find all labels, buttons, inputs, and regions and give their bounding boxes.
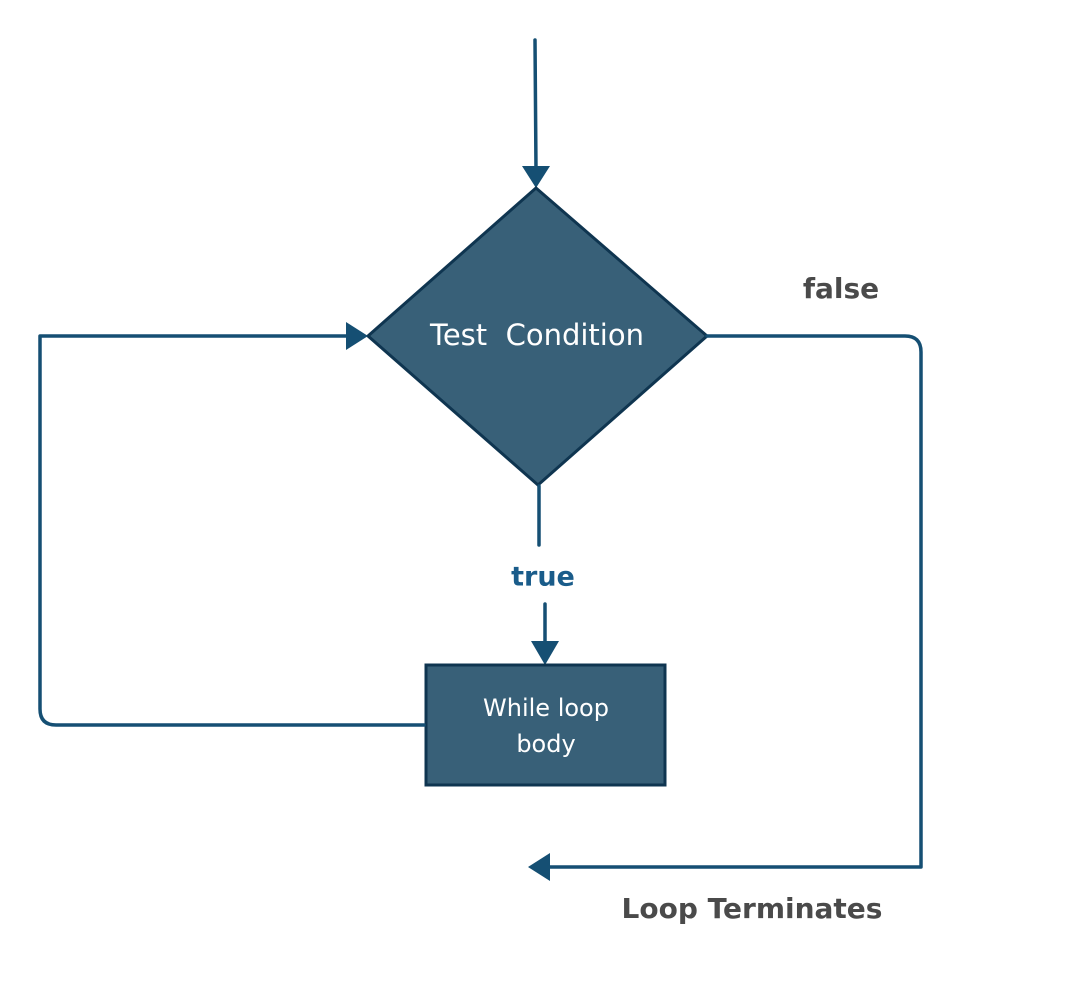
test-condition-label: Test Condition [429, 318, 644, 352]
false-branch-line [546, 334, 923, 869]
entry-arrowhead [522, 166, 550, 188]
while-loop-body-box [424, 663, 667, 787]
true-label: true [511, 562, 575, 593]
loop-back-arrowhead [346, 322, 368, 350]
false-label: false [803, 272, 879, 305]
loop-back-line [38, 334, 426, 727]
loop-body-label-line2: body [516, 730, 575, 758]
loop-terminates-label: Loop Terminates [622, 892, 883, 925]
exit-arrowhead [528, 853, 550, 881]
true-branch-arrowhead [531, 641, 559, 665]
loop-body-label-line1: While loop [483, 694, 609, 722]
entry-line [533, 38, 538, 172]
